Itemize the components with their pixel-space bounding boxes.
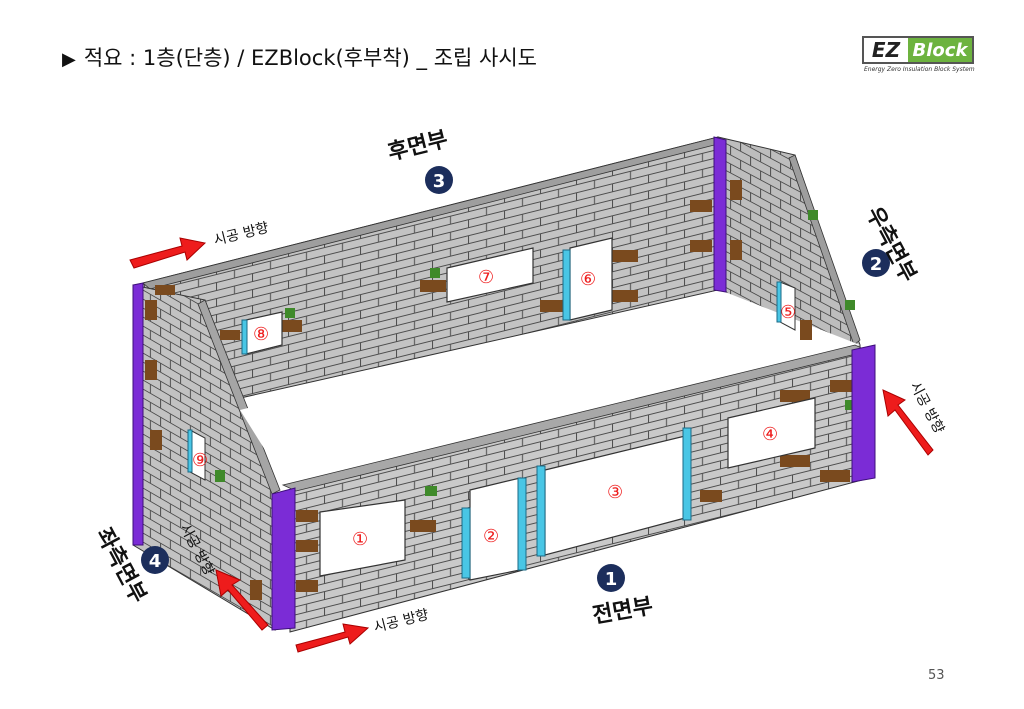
front-wall-number: 1 [605, 569, 618, 590]
corner-column-left-rear [132, 282, 144, 546]
direction-arrow-front [295, 623, 370, 653]
opening-label-7: ⑦ [478, 267, 494, 288]
logo-tagline: Energy Zero Insulation Block System [864, 66, 975, 73]
opening-label-4: ④ [762, 424, 778, 445]
corner-column-right-rear [713, 136, 727, 293]
right-wall-accents [730, 180, 855, 340]
opening-label-9: ⑨ [192, 450, 208, 471]
front-wall-accents [296, 380, 857, 592]
corner-column-front-left [271, 487, 296, 631]
opening-label-8: ⑧ [253, 324, 269, 345]
interior-floor [240, 290, 860, 490]
front-wall-badge [597, 564, 625, 592]
window-5-frame [776, 281, 782, 323]
opening-window-4 [727, 397, 816, 469]
opening-label-1: ① [352, 529, 368, 550]
opening-window-7 [446, 247, 534, 303]
ezblock-logo: EZ Block Energy Zero Insulation Block Sy… [862, 36, 976, 74]
direction-label-front: 시공 방향 [372, 607, 430, 636]
page-title: ▶ 적요 : 1층(단층) / EZBlock(후부착) _ 조립 사시도 [62, 42, 537, 72]
page-number: 53 [928, 668, 945, 683]
direction-label-rear: 시공 방향 [212, 220, 270, 249]
logo-block: Block [908, 38, 972, 62]
window-8-frame [241, 319, 248, 355]
left-wall-number: 4 [149, 551, 162, 572]
door-3-frame-right [682, 427, 692, 521]
direction-arrow-right [882, 389, 934, 456]
rear-wall-number: 3 [433, 171, 446, 192]
rear-wall-accents [155, 200, 712, 340]
right-wall-badge [862, 249, 890, 277]
left-wall-accents [145, 300, 262, 600]
rear-wall-badge [425, 166, 453, 194]
rear-wall-name: 후면부 [385, 127, 450, 166]
window-9-frame [187, 429, 193, 473]
title-bullet: ▶ [62, 49, 76, 70]
door-6-frame [562, 249, 571, 321]
opening-label-6: ⑥ [580, 269, 596, 290]
title-text: 적요 : 1층(단층) / EZBlock(후부착) _ 조립 사시도 [83, 46, 537, 70]
direction-arrow-left [215, 569, 269, 631]
opening-label-2: ② [483, 526, 499, 547]
right-wall-number: 2 [870, 254, 883, 275]
direction-arrow-rear [129, 237, 207, 269]
door-2-frame-right [517, 477, 527, 571]
left-wall-badge [141, 546, 169, 574]
corner-column-front-right [851, 344, 876, 483]
opening-label-5: ⑤ [780, 302, 796, 323]
logo-ez: EZ [864, 38, 908, 62]
front-wall-name: 전면부 [591, 594, 655, 629]
opening-window-1 [319, 499, 406, 577]
door-3-frame-left [536, 465, 546, 557]
opening-label-3: ③ [607, 482, 623, 503]
door-2-frame-left [461, 507, 471, 579]
